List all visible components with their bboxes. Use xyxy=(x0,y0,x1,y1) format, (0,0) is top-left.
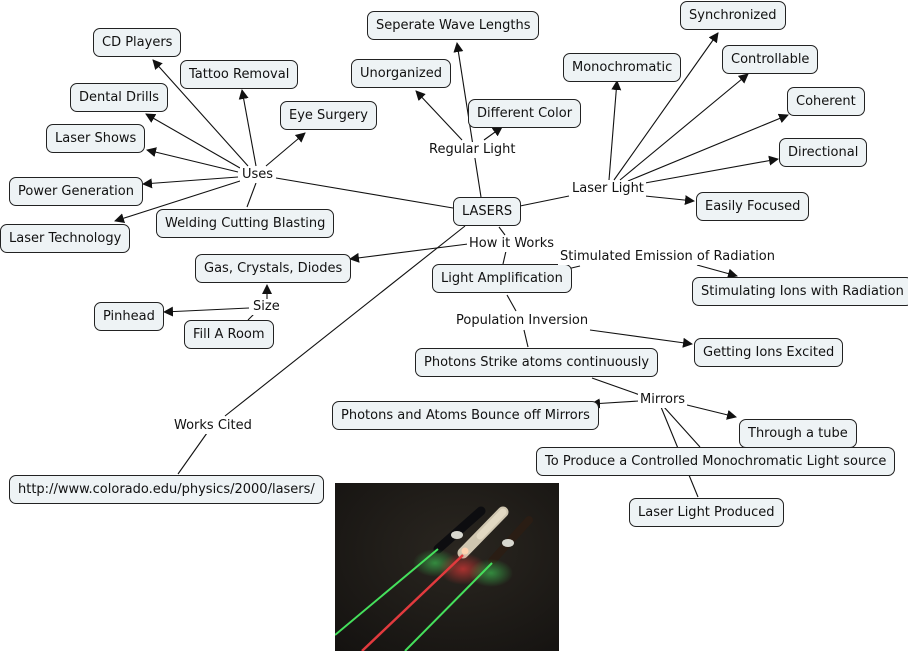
link-label-uses: Uses xyxy=(240,167,276,183)
link-lasers-works-cited xyxy=(224,225,466,417)
arrow-population-ions-excited xyxy=(589,329,693,348)
green-beam-right xyxy=(404,562,493,651)
laser-pointer-right xyxy=(488,516,533,565)
link-label-works-cited: Works Cited xyxy=(172,418,254,434)
arrow-stimulated-ions xyxy=(696,264,738,279)
node-lasers[interactable]: LASERS xyxy=(453,197,522,226)
arrow-regular-light-unorganized xyxy=(415,90,463,141)
arrow-laser-light-easily-focused xyxy=(644,195,695,206)
arrow-uses-eye-surgery xyxy=(265,132,306,167)
node-fill-a-room[interactable]: Fill A Room xyxy=(184,320,274,349)
link-lasers-uses xyxy=(275,177,454,209)
node-dental-drills[interactable]: Dental Drills xyxy=(70,83,169,112)
node-easily-focused[interactable]: Easily Focused xyxy=(696,192,810,221)
link-label-size: Size xyxy=(251,299,282,315)
node-controlled-source[interactable]: To Produce a Controlled Monochromatic Li… xyxy=(536,447,896,476)
arrow-uses-dental-drills xyxy=(145,113,241,169)
laser-pointer-left xyxy=(433,506,486,554)
red-beam xyxy=(361,554,464,651)
arrow-laser-light-monochromatic xyxy=(608,80,622,181)
arrow-uses-laser-shows xyxy=(146,147,239,173)
node-citation-url[interactable]: http://www.colorado.edu/physics/2000/las… xyxy=(9,475,324,504)
arrow-laser-light-coherent xyxy=(627,113,789,182)
arrow-regular-light-different-color xyxy=(483,126,503,141)
arrow-uses-laser-technology xyxy=(114,180,241,224)
arrow-uses-tattoo-removal xyxy=(238,89,257,167)
link-label-population-inversion: Population Inversion xyxy=(454,313,591,329)
link-mirrors-controlled xyxy=(663,406,701,448)
link-label-mirrors: Mirrors xyxy=(638,392,688,408)
node-welding-cutting-blasting[interactable]: Welding Cutting Blasting xyxy=(156,209,335,238)
node-monochromatic[interactable]: Monochromatic xyxy=(563,53,682,82)
link-photons-strike-mirrors xyxy=(591,377,641,396)
link-label-laser-light: Laser Light xyxy=(570,181,646,197)
link-label-regular-light: Regular Light xyxy=(427,142,518,158)
node-laser-technology[interactable]: Laser Technology xyxy=(0,224,131,253)
arrow-uses-cd-players xyxy=(152,59,249,167)
node-seperate-wave-lengths[interactable]: Seperate Wave Lengths xyxy=(367,11,540,40)
link-size-fill-room xyxy=(247,313,255,321)
node-directional[interactable]: Directional xyxy=(779,138,868,167)
link-lasers-laser-light xyxy=(519,195,570,207)
node-gas-crystals-diodes[interactable]: Gas, Crystals, Diodes xyxy=(195,254,352,283)
node-power-generation[interactable]: Power Generation xyxy=(9,177,143,206)
node-through-a-tube[interactable]: Through a tube xyxy=(739,419,857,448)
link-population-photons-strike xyxy=(523,329,529,348)
node-stimulating-ions[interactable]: Stimulating Ions with Radiation xyxy=(692,277,908,306)
arrow-mirrors-bounce xyxy=(590,398,640,409)
arrow-laser-light-controllable xyxy=(619,73,749,181)
link-label-how-it-works: How it Works xyxy=(467,236,557,252)
arrow-size-pinhead xyxy=(163,306,250,317)
node-cd-players[interactable]: CD Players xyxy=(93,28,182,57)
arrow-laser-light-directional xyxy=(644,155,779,184)
node-coherent[interactable]: Coherent xyxy=(787,87,865,116)
link-label-stimulated-emission: Stimulated Emission of Radiation xyxy=(558,249,778,265)
laser-pointer-middle xyxy=(457,506,509,559)
node-laser-light-produced[interactable]: Laser Light Produced xyxy=(629,498,784,527)
arrow-laser-light-synchronized xyxy=(613,32,719,181)
node-light-amplification[interactable]: Light Amplification xyxy=(432,264,572,293)
arrow-mirrors-tube xyxy=(686,404,737,420)
node-synchronized[interactable]: Synchronized xyxy=(680,1,786,30)
node-tattoo-removal[interactable]: Tattoo Removal xyxy=(180,60,299,89)
arrow-uses-power-generation xyxy=(142,176,239,189)
node-pinhead[interactable]: Pinhead xyxy=(94,302,164,331)
node-photons-bounce[interactable]: Photons and Atoms Bounce off Mirrors xyxy=(332,401,599,430)
node-unorganized[interactable]: Unorganized xyxy=(351,59,451,88)
node-photons-strike[interactable]: Photons Strike atoms continuously xyxy=(415,348,659,377)
node-controllable[interactable]: Controllable xyxy=(722,45,819,74)
link-works-cited-url xyxy=(177,432,208,475)
node-eye-surgery[interactable]: Eye Surgery xyxy=(280,101,377,130)
green-beam-left xyxy=(335,548,439,636)
node-laser-shows[interactable]: Laser Shows xyxy=(46,124,146,153)
link-uses-welding xyxy=(246,182,257,208)
link-lasers-how-it-works xyxy=(498,226,506,236)
node-different-color[interactable]: Different Color xyxy=(468,99,582,128)
node-getting-ions-excited[interactable]: Getting Ions Excited xyxy=(694,338,844,367)
link-how-it-works-light-amplification xyxy=(502,250,507,265)
link-light-amp-population xyxy=(506,294,517,312)
arrow-how-it-works-gas xyxy=(349,243,469,263)
laser-pointers-photo xyxy=(335,483,559,651)
